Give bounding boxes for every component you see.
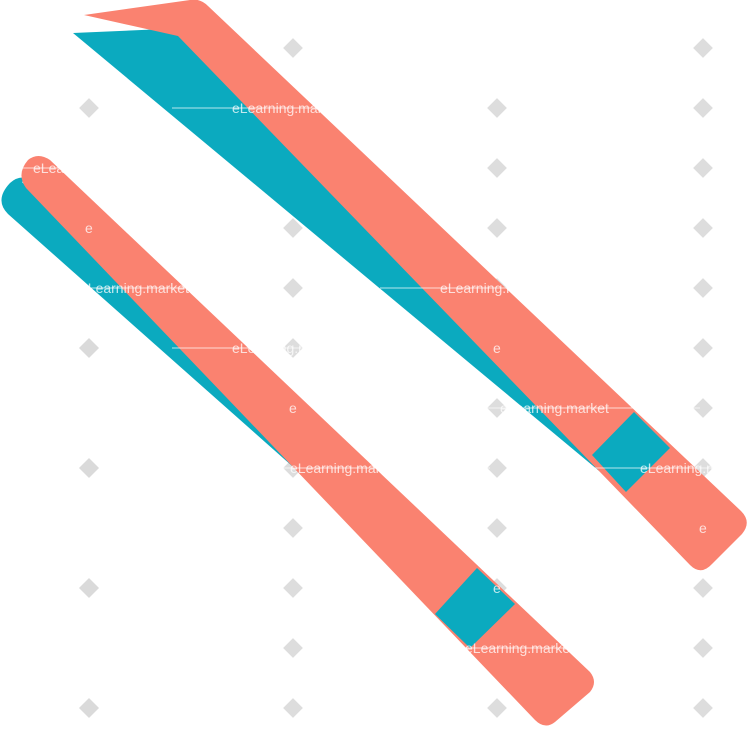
watermark-diamond-icon <box>693 338 713 358</box>
watermark-diamond-icon <box>283 218 303 238</box>
watermark-diamond-icon <box>693 698 713 718</box>
watermark-diamond-icon <box>79 578 99 598</box>
straight-tweezers-grip-band <box>435 568 515 648</box>
watermark-diamond-icon <box>487 98 507 118</box>
watermark-text: eLearning.market <box>440 280 549 296</box>
watermark-badge-letter: e <box>699 520 707 536</box>
watermark-diamond-icon <box>487 218 507 238</box>
watermark-text: eLearning.market <box>290 460 399 476</box>
watermark-diamond-icon <box>283 578 303 598</box>
watermark-badge-letter: e <box>493 340 501 356</box>
watermark-diamond-icon <box>693 218 713 238</box>
watermark-diamond-icon <box>693 578 713 598</box>
watermark-overlay: eLearning.market eLearning.market eLearnin… <box>0 100 750 656</box>
watermark-diamond-icon <box>283 698 303 718</box>
straight-tweezers-coral-arm <box>21 156 595 726</box>
watermark-diamond-icon <box>79 98 99 118</box>
straight-tweezers-teal-arm <box>1 177 300 470</box>
watermark-diamond-icon <box>487 698 507 718</box>
watermark-text: eLearning.market <box>232 340 341 356</box>
watermark-text: eLearning.market <box>640 460 749 476</box>
watermark-text: eLearning.market <box>33 160 142 176</box>
watermark-text: eLearning.market <box>232 100 341 116</box>
watermark-text: eLearning.market <box>80 280 189 296</box>
watermark-text: eLearning.market <box>500 400 609 416</box>
watermark-diamond-icon <box>283 518 303 538</box>
watermark-diamond-icon <box>79 458 99 478</box>
watermark-badge-letter: e <box>85 220 93 236</box>
watermark-diamond-icon <box>693 398 713 418</box>
watermark-badge-letter: e <box>289 400 297 416</box>
watermark-diamond-icon <box>283 38 303 58</box>
watermark-diamond-icon <box>487 158 507 178</box>
watermark-diamond-icon <box>283 278 303 298</box>
watermark-diamond-icon <box>79 338 99 358</box>
watermark-diamond-icon <box>693 278 713 298</box>
watermark-text: eLearning.market <box>465 640 574 656</box>
bent-tweezers-teal-arm <box>73 28 632 490</box>
watermark-diamond-grid <box>79 38 713 718</box>
watermark-diamond-icon <box>693 638 713 658</box>
watermark-diamond-icon <box>693 158 713 178</box>
watermark-diamond-icon <box>487 518 507 538</box>
straight-tweezers-icon <box>1 156 595 726</box>
watermark-diamond-icon <box>283 638 303 658</box>
watermark-diamond-icon <box>693 38 713 58</box>
bent-tweezers-icon <box>73 0 747 571</box>
watermark-diamond-icon <box>487 458 507 478</box>
bent-tweezers-grip-band <box>592 412 670 492</box>
watermark-diamond-icon <box>693 98 713 118</box>
watermark-diamond-icon <box>79 698 99 718</box>
watermark-badge-letter: e <box>493 580 501 596</box>
bent-tweezers-coral-arm <box>84 0 747 571</box>
